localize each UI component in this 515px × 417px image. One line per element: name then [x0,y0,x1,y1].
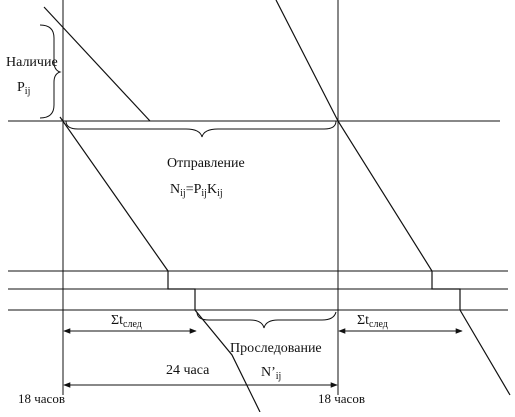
departure-label: Отправление [167,156,245,171]
18-hours-left-label: 18 часов [18,391,65,406]
availability-label: Наличие [6,55,58,70]
train-path-right [275,0,511,396]
n-prime-label: N’ij [261,365,281,382]
p-ij-label: Pij [17,80,30,97]
sum-t-left-label: Σtслед [111,313,142,330]
availability-brace [39,24,62,119]
train-path-left [59,116,261,413]
follow-brace [196,311,337,329]
diagonal-line-top-left [43,6,151,122]
n-formula-label: Nij=PijKij [170,182,223,199]
departure-brace [65,120,337,138]
sum-t-right-label: Σtслед [357,313,388,330]
24-hours-label: 24 часа [166,363,210,378]
18-hours-right-label: 18 часов [318,391,365,406]
follow-label: Проследование [230,341,322,356]
